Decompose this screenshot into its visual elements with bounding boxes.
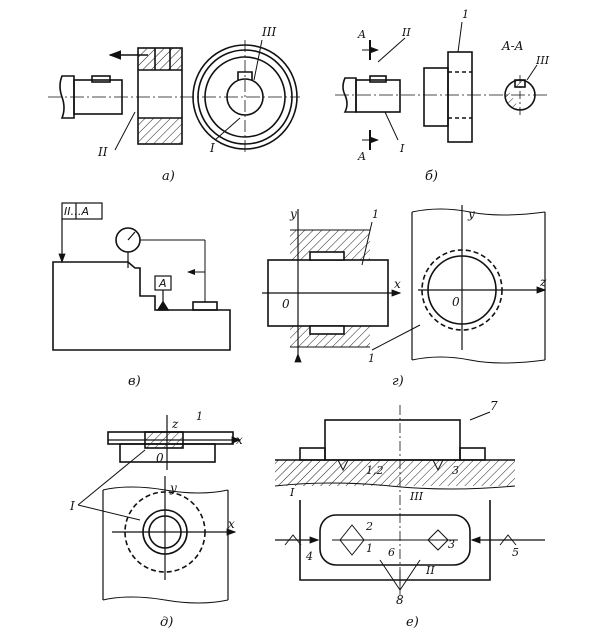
key-a — [91, 75, 111, 83]
label-d-1: 1 — [196, 410, 203, 423]
label-e-I: I — [289, 486, 295, 499]
part-outline-e — [319, 514, 471, 566]
figure-g — [262, 205, 547, 364]
caption-e: е) — [406, 615, 419, 630]
label-e-7: 7 — [490, 399, 498, 413]
label-e-12: 1,2 — [366, 464, 384, 477]
part-7 — [324, 419, 461, 461]
caption-v: в) — [128, 374, 141, 389]
label-d-y: y — [169, 481, 177, 495]
caption-d: д) — [160, 615, 173, 630]
label-b-section: A-A — [501, 39, 524, 53]
caption-a: а) — [162, 169, 175, 184]
label-e-1: 1 — [366, 542, 373, 555]
figure-v — [52, 202, 231, 351]
shaft-b — [355, 79, 401, 113]
label-g-x: x — [394, 277, 401, 291]
label-e-3-top: 3 — [452, 464, 459, 477]
figure-a — [48, 39, 300, 155]
label-a-III: III — [261, 25, 276, 39]
stepped-part — [52, 261, 231, 351]
datum-letter: A — [158, 277, 167, 290]
label-g-y-left: y — [289, 207, 297, 221]
label-b-A-top: A — [357, 28, 366, 41]
figure-e — [274, 405, 545, 600]
figure-b — [335, 21, 550, 150]
label-d-I: I — [69, 499, 75, 513]
label-b-II: II — [401, 26, 411, 39]
label-a-II: II — [97, 145, 108, 159]
label-e-8: 8 — [396, 593, 404, 607]
label-d-x-bottom: x — [228, 517, 235, 531]
label-e-2: 2 — [365, 520, 373, 533]
label-g-z: z — [539, 275, 547, 289]
label-b-A-bottom: A — [357, 150, 366, 163]
figure-d — [77, 415, 242, 604]
label-e-4: 4 — [305, 550, 313, 563]
label-g-origin-right: 0 — [452, 295, 460, 309]
label-e-II: II — [425, 564, 435, 577]
dial-indicator — [115, 227, 141, 253]
label-b-I: I — [399, 142, 405, 155]
frame-text: II…A — [64, 205, 89, 218]
caption-g: г) — [392, 374, 404, 389]
label-b-III: III — [535, 54, 550, 67]
label-g-y-right: y — [467, 207, 475, 221]
label-e-3: 3 — [448, 538, 455, 551]
caption-b: б) — [425, 169, 438, 184]
label-d-origin: 0 — [156, 451, 164, 465]
label-g-1-top: 1 — [372, 208, 379, 221]
label-d-x-top: x — [236, 433, 243, 447]
tolerance-frame — [61, 202, 103, 220]
label-e-III: III — [409, 490, 424, 503]
gear-side-b — [423, 67, 449, 127]
shaft-a — [73, 79, 123, 115]
label-b-1: 1 — [462, 8, 469, 21]
label-d-z: z — [171, 417, 179, 431]
label-e-6: 6 — [388, 546, 395, 559]
label-g-origin-left: 0 — [282, 297, 290, 311]
label-e-5: 5 — [512, 546, 519, 559]
label-g-1-bottom: 1 — [368, 352, 375, 365]
label-a-I: I — [209, 141, 215, 155]
